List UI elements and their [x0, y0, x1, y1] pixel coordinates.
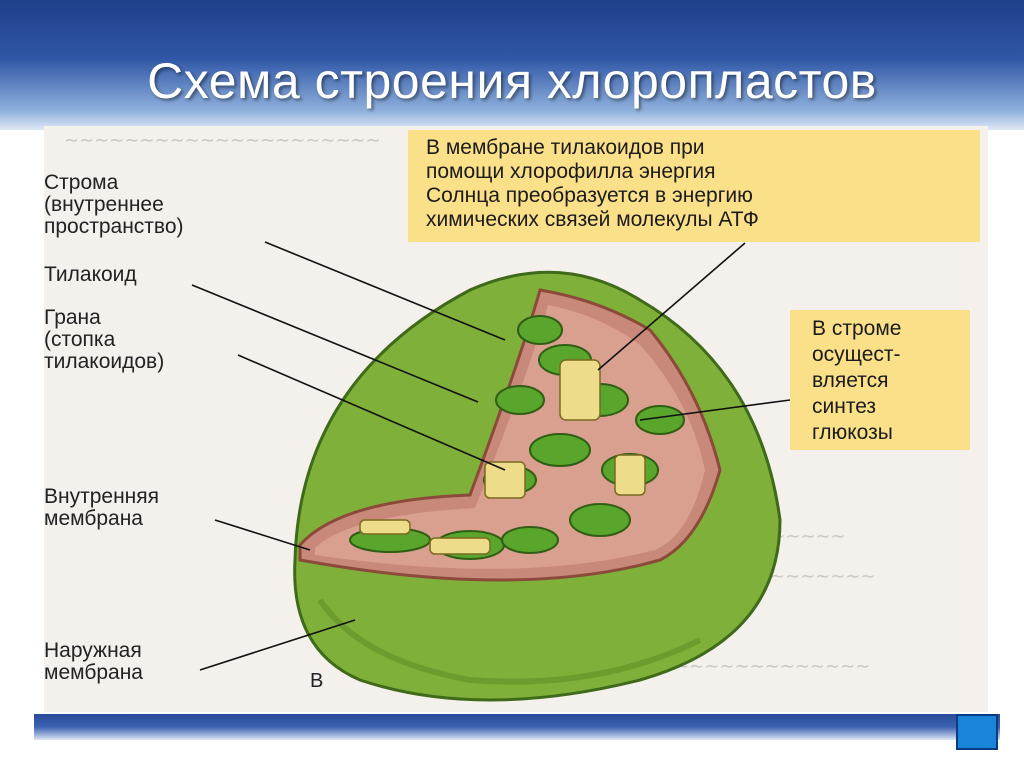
label-inner-membrane: Внутренняя мембрана — [44, 486, 159, 530]
label-line: пространство) — [44, 215, 184, 238]
slide-header — [0, 0, 1024, 130]
label-line: Тилакоид — [44, 263, 137, 286]
label-line: Грана — [44, 306, 101, 329]
thylakoid-disk — [359, 519, 411, 535]
grana-stack — [529, 433, 591, 467]
callout-line: химических связей молекулы АТФ — [426, 208, 759, 231]
grana-stack — [635, 405, 685, 435]
label-stroma: Строма (внутреннее пространство) — [44, 172, 184, 238]
callout-line: глюкозы — [812, 421, 893, 444]
slide-nav-button[interactable] — [956, 714, 998, 750]
label-line: мембрана — [44, 661, 143, 684]
label-thylakoid: Тилакоид — [44, 264, 137, 286]
label-line: (стопка — [44, 328, 116, 351]
label-outer-membrane: Наружная мембрана — [44, 640, 143, 684]
label-grana: Грана (стопка тилакоидов) — [44, 307, 164, 373]
grana-stack — [495, 385, 545, 415]
label-line: Наружная — [44, 639, 142, 662]
thylakoid-disk — [559, 359, 601, 421]
pointer-line — [214, 519, 311, 551]
slide-title: Схема строения хлоропластов — [147, 53, 877, 109]
thylakoid-disk — [484, 461, 526, 499]
background-text: ∼∼∼∼∼∼∼∼∼∼∼∼∼∼∼∼∼∼∼∼∼ — [64, 130, 381, 150]
thylakoid-disk — [614, 454, 646, 496]
callout-line: осущест- — [812, 343, 901, 366]
label-line: (внутреннее — [44, 193, 164, 216]
thylakoid-disk — [429, 537, 491, 555]
grana-stack — [501, 526, 559, 554]
pointer-line — [191, 284, 479, 403]
callout-line: В строме — [812, 317, 902, 340]
callout-stroma-synthesis: В строме осущест- вляется синтез глюкозы — [790, 310, 970, 450]
callout-thylakoid-membrane: В мембране тилакоидов при помощи хлорофи… — [408, 130, 980, 242]
pointer-line — [639, 399, 791, 421]
stroma-shape — [315, 305, 705, 569]
label-line: Строма — [44, 171, 119, 194]
callout-line: вляется — [812, 369, 889, 392]
pointer-line — [199, 619, 356, 671]
callout-line: помощи хлорофилла энергия — [426, 160, 716, 183]
grana-stack — [517, 315, 563, 345]
figure-letter: В — [310, 670, 324, 692]
pointer-line — [264, 241, 506, 341]
label-line: Внутренняя — [44, 485, 160, 508]
callout-line: Солнца преобразуется в энергию — [426, 184, 753, 207]
grana-stack — [569, 503, 631, 537]
callout-line: синтез — [812, 395, 877, 418]
label-line: мембрана — [44, 507, 143, 530]
pointer-line — [237, 354, 506, 471]
pointer-line — [597, 242, 746, 371]
label-line: тилакоидов) — [44, 350, 165, 373]
callout-line: В мембране тилакоидов при — [426, 136, 705, 159]
slide-footer-bar — [34, 714, 1000, 740]
background-text: ∼∼∼∼∼∼∼∼∼∼∼∼∼∼∼ — [644, 656, 871, 676]
